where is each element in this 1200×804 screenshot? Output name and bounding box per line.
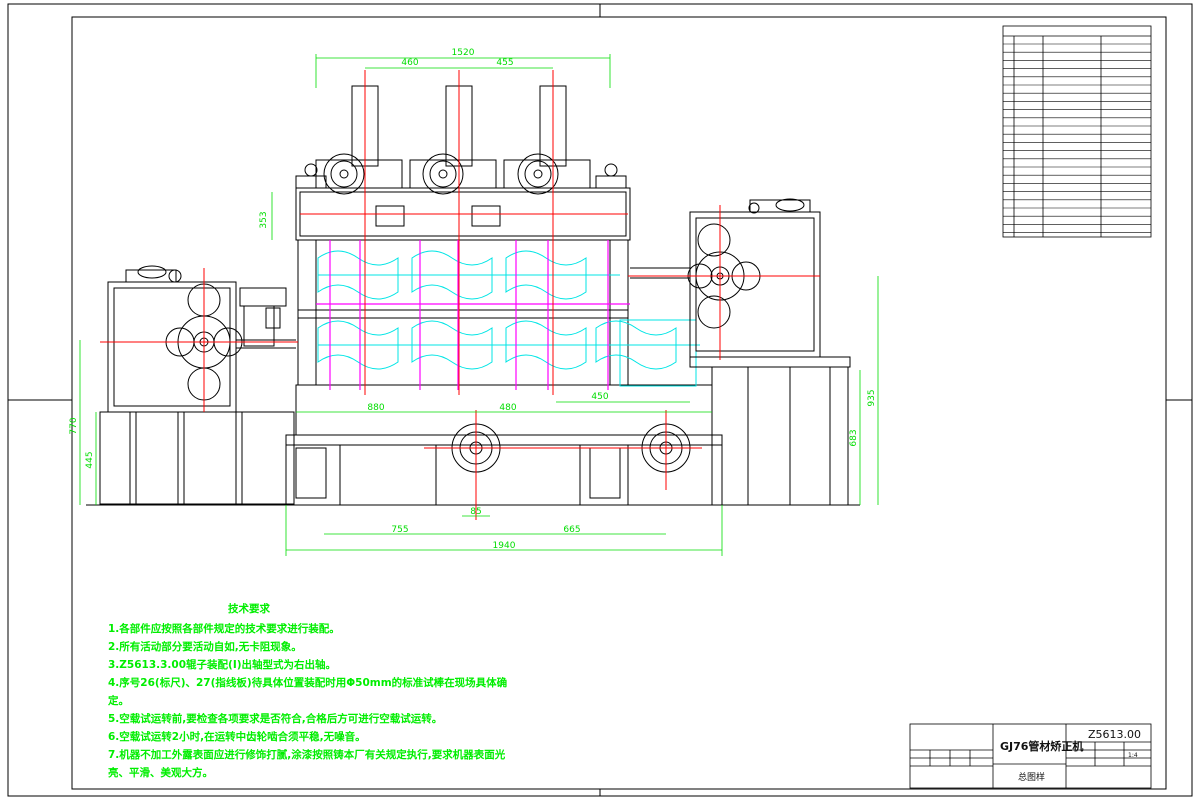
dim-top-left: 460 xyxy=(401,58,418,68)
dim-height-right: 935 xyxy=(867,389,877,406)
tech-req-item: 7.机器不加工外露表面应进行修饰打腻,涂漆按照铸本厂有关规定执行,要求机器表面光 xyxy=(108,749,506,761)
sheet-type: 总图样 xyxy=(1018,773,1046,783)
dim-total-width: 1940 xyxy=(493,541,516,551)
parameter-table xyxy=(1002,25,1152,238)
center-lines xyxy=(100,70,820,520)
tech-req-item: 3.Z5613.3.00辊子装配(I)出轴型式为右出轴。 xyxy=(108,659,337,671)
straightening-rolls-hidden xyxy=(317,250,700,387)
inner-border xyxy=(71,16,1167,790)
dim-left-height: 353 xyxy=(259,211,269,228)
dim-bottom-mid: 480 xyxy=(499,403,516,413)
dim-bottom-left: 880 xyxy=(367,403,384,413)
tech-req-title: 技术要求 xyxy=(228,603,270,615)
dimension-lines xyxy=(79,54,879,556)
dim-top-total: 1520 xyxy=(452,48,475,58)
tech-req-item: 5.空载试运转前,要检查各项要求是否符合,合格后方可进行空载试运转。 xyxy=(108,713,443,725)
tech-req-item: 2.所有活动部分要活动自如,无卡阻现象。 xyxy=(108,641,302,653)
dim-bottom-right: 450 xyxy=(591,392,608,402)
tech-req-item: 1.各部件应按照各部件规定的技术要求进行装配。 xyxy=(108,623,340,635)
parameter-table-rows xyxy=(1003,43,1151,233)
dim-base-right: 665 xyxy=(563,525,580,535)
dim-height-left-inner: 445 xyxy=(85,451,95,468)
section-lines xyxy=(316,240,630,390)
tech-req-item: 定。 xyxy=(108,695,129,707)
left-drive-unit xyxy=(99,265,296,505)
centering-marks xyxy=(8,4,1192,796)
drawing-number: Z5613.00 xyxy=(1088,728,1142,741)
tech-req-item: 4.序号26(标尺)、27(指线板)待具体位置装配时用Φ50mm的标准试棒在现场… xyxy=(108,677,508,689)
screw-columns xyxy=(295,85,627,189)
dim-base-small: 85 xyxy=(470,507,481,517)
right-drive-unit xyxy=(630,198,851,506)
tech-req-item: 6.空载试运转2小时,在运转中齿轮啮合须平稳,无噪音。 xyxy=(108,731,366,743)
dim-height-left: 770 xyxy=(69,417,79,434)
main-stand xyxy=(285,187,723,506)
dim-top-right: 455 xyxy=(496,58,513,68)
scale: 1:4 xyxy=(1128,752,1138,759)
dim-height-right-inner: 683 xyxy=(849,429,859,446)
dim-base-left: 755 xyxy=(391,525,408,535)
handwheels xyxy=(323,153,559,195)
title-block xyxy=(909,723,1152,789)
machine-name: GJ76管材矫正机 xyxy=(1000,740,1084,753)
tech-req-item: 亮、平滑、美观大方。 xyxy=(108,767,213,779)
